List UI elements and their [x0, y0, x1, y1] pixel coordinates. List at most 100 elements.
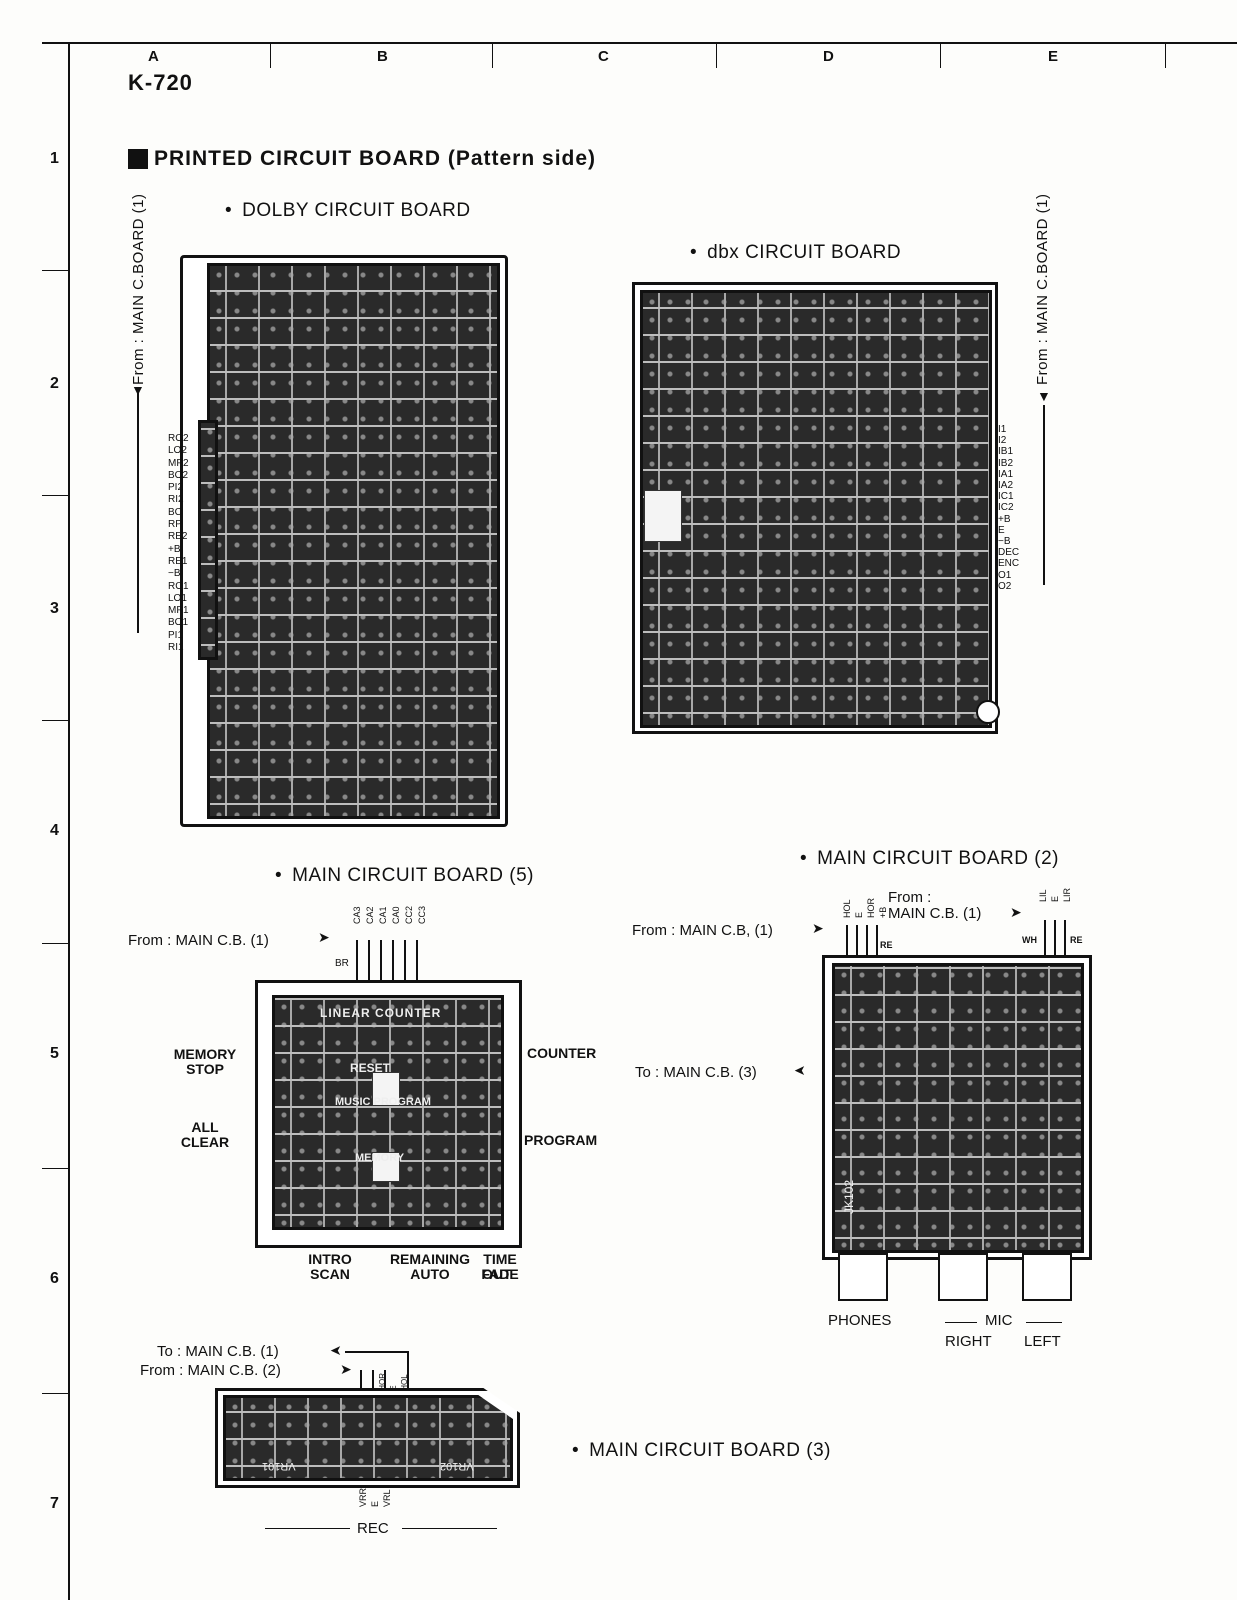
- row-1: 1: [50, 150, 59, 167]
- left-label: LEFT: [1024, 1333, 1061, 1350]
- jack-label: JK102: [842, 1180, 856, 1215]
- dolby-pin: RO2: [168, 433, 189, 444]
- wire-label: +B: [878, 906, 888, 918]
- dbx-circuit-board: [640, 290, 992, 728]
- column-c: C: [598, 48, 609, 65]
- dolby-pin: BO1: [168, 617, 189, 629]
- square-bullet-icon: [128, 149, 148, 169]
- dbx-pin-list: I1 I2 IB1 IB2 IA1 IA2 IC1 IC2 +B E −B DE…: [998, 424, 1019, 592]
- dolby-pin: +B: [168, 543, 181, 555]
- wire-label: CA0: [391, 906, 401, 925]
- silk-linear-counter: LINEAR COUNTER: [320, 1006, 442, 1020]
- wh-label: WH: [1022, 935, 1037, 945]
- main3-wire-labels: VRR E VRL: [358, 1488, 392, 1507]
- main2-from-label-left: From : MAIN C.B, (1): [632, 922, 773, 939]
- dbx-board-title: dbx CIRCUIT BOARD: [690, 242, 901, 264]
- wire-label: VRL: [382, 1489, 392, 1508]
- silk-music-program: MUSIC PROGRAM: [335, 1096, 431, 1108]
- row-3: 3: [50, 600, 59, 617]
- dbx-from-label: From : MAIN C.BOARD (1): [1034, 193, 1051, 385]
- arrow-left-icon: ➤: [794, 1062, 806, 1078]
- dolby-pin: RI2: [168, 494, 184, 506]
- model-number: K-720: [128, 70, 193, 95]
- dolby-from-label: From : MAIN C.BOARD (1): [130, 193, 147, 385]
- main5-from-label: From : MAIN C.B. (1): [128, 932, 269, 949]
- mic-left-jack: [1022, 1253, 1072, 1301]
- row-2: 2: [50, 375, 59, 392]
- wire-label: LIL: [1038, 889, 1048, 903]
- time-fade-label: TIME FADE: [481, 1251, 519, 1282]
- dolby-pin-list: RO2 LO2 MP2 BO2 PI2 RI2 BC RP RE2 +B RE1…: [168, 433, 189, 654]
- all-clear-label: ALL CLEAR: [180, 1119, 230, 1150]
- dolby-pin: RI1: [168, 642, 184, 654]
- program-label: PROGRAM: [524, 1132, 598, 1148]
- dolby-pin: RE2: [168, 531, 188, 543]
- memory-stop-label: MEMORY STOP: [173, 1046, 237, 1077]
- dbx-pin: DEC: [998, 547, 1020, 559]
- dbx-pin: O1: [998, 569, 1012, 581]
- dolby-circuit-board: [207, 263, 500, 819]
- dbx-pin: E: [998, 524, 1005, 536]
- main2-board-title: MAIN CIRCUIT BOARD (2): [800, 848, 1059, 870]
- main2-from-label-right: From : MAIN C.B. (1): [888, 889, 982, 922]
- rec-label: REC: [357, 1520, 389, 1537]
- dolby-pin: RP: [168, 519, 182, 531]
- wire-label: VRR: [358, 1488, 368, 1508]
- dbx-pin: IA1: [998, 468, 1014, 480]
- dbx-pin: I1: [998, 424, 1007, 435]
- wire-label: LIR: [1062, 888, 1072, 903]
- mic-right-jack: [938, 1253, 988, 1301]
- out-label: OUT: [482, 1266, 512, 1282]
- main5-cutout: [372, 1072, 400, 1106]
- section-heading: PRINTED CIRCUIT BOARD (Pattern side): [128, 147, 596, 171]
- section-title: PRINTED CIRCUIT BOARD (Pattern side): [154, 147, 597, 170]
- dolby-pin: LO1: [168, 592, 187, 604]
- wire-label: E: [1050, 896, 1060, 903]
- wire-label: CA3: [352, 906, 362, 925]
- column-a: A: [148, 48, 159, 65]
- dolby-pin: PI2: [168, 482, 184, 494]
- dbx-pin: −B: [998, 536, 1011, 548]
- silk-memory: MEMORY: [355, 1152, 405, 1164]
- re-label: RE: [880, 940, 893, 950]
- wire-label: E: [854, 911, 864, 918]
- wire-label: CC3: [417, 906, 427, 925]
- dolby-pin: −B: [168, 568, 181, 580]
- row-5: 5: [50, 1045, 59, 1062]
- wire-label: E: [370, 1501, 380, 1508]
- wire-label: HOR: [866, 898, 876, 918]
- mic-label: MIC: [985, 1312, 1013, 1329]
- main2-circuit-board: [832, 963, 1084, 1253]
- arrow-right-icon: ➤: [318, 929, 330, 945]
- arrow-left-icon: ➤: [330, 1342, 342, 1358]
- wire-label: HOL: [842, 899, 852, 918]
- vr101-label: VR101: [262, 1460, 296, 1472]
- dbx-pin: I2: [998, 435, 1007, 447]
- dolby-pin: BC: [168, 506, 182, 518]
- dbx-pin: IC2: [998, 502, 1014, 514]
- arrow-right-icon: ➤: [812, 920, 824, 936]
- column-b: B: [377, 48, 388, 65]
- dbx-pin: IA2: [998, 480, 1014, 492]
- right-label: RIGHT: [945, 1333, 992, 1350]
- wire-label: CC2: [404, 906, 414, 925]
- intro-scan-label: INTRO SCAN: [308, 1251, 352, 1282]
- dolby-pin: PI1: [168, 629, 184, 641]
- wire-label: CA1: [378, 906, 388, 925]
- dolby-connector-area: [198, 420, 218, 660]
- dolby-pin: LO2: [168, 445, 187, 457]
- counter-label: COUNTER: [527, 1045, 597, 1061]
- br-label: BR: [335, 958, 349, 969]
- main3-to-label: To : MAIN C.B. (1): [157, 1343, 279, 1360]
- dbx-pin: IB2: [998, 457, 1014, 469]
- dolby-pin: MP1: [168, 605, 189, 617]
- dbx-pin: IC1: [998, 491, 1014, 503]
- row-4: 4: [50, 822, 59, 839]
- main2-wire-labels-right: LIL E LIR: [1038, 888, 1072, 902]
- dbx-pin: O2: [998, 580, 1012, 592]
- main5-board-title: MAIN CIRCUIT BOARD (5): [275, 865, 534, 887]
- main3-board-title: MAIN CIRCUIT BOARD (3): [572, 1440, 831, 1462]
- phones-label: PHONES: [828, 1312, 892, 1329]
- main5-circuit-board: [272, 995, 504, 1230]
- main2-wire-labels-left: HOL E HOR +B: [842, 898, 888, 918]
